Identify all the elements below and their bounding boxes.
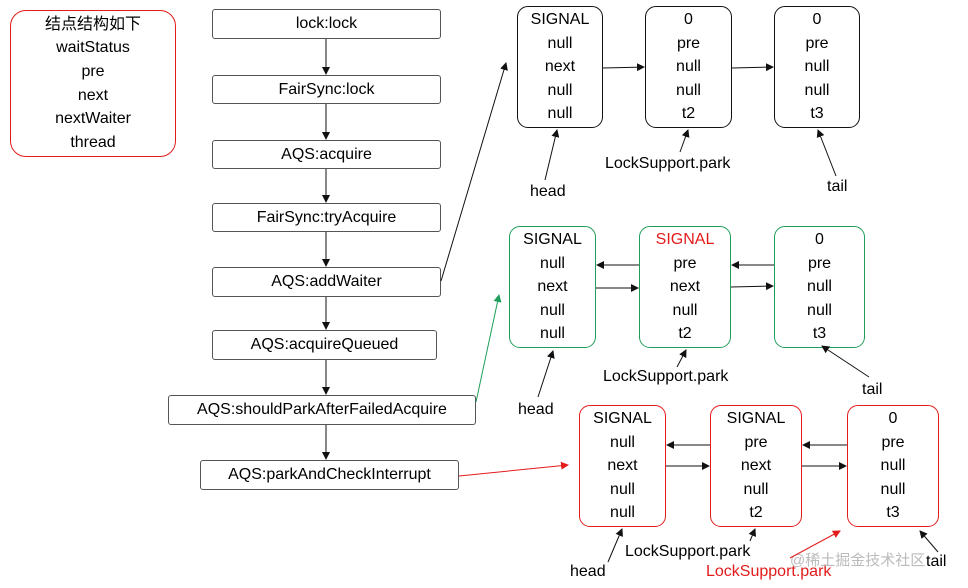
thread: t3 bbox=[812, 325, 827, 343]
wait-status: SIGNAL bbox=[726, 410, 786, 428]
pre: pre bbox=[881, 433, 905, 451]
pre: pre bbox=[744, 433, 768, 451]
stage2-head-pointer bbox=[537, 350, 555, 398]
stage3-head-node: SIGNAL null next null null bbox=[579, 405, 666, 527]
stage2-t2-node: SIGNAL pre next null t2 bbox=[639, 226, 731, 348]
next-waiter: null bbox=[676, 81, 701, 99]
flow-step-aqs-addwaiter: AQS:addWaiter bbox=[212, 267, 441, 297]
next-waiter: null bbox=[610, 480, 635, 498]
next: next bbox=[740, 457, 772, 475]
node-structure-legend: 结点结构如下 waitStatus pre next nextWaiter th… bbox=[10, 10, 176, 157]
next: null bbox=[804, 58, 830, 76]
legend-field-nextwaiter: nextWaiter bbox=[55, 110, 131, 128]
stage1-head-node: SIGNAL null next null null bbox=[517, 6, 603, 128]
stage2-tail-pointer bbox=[821, 345, 870, 378]
legend-title: 结点结构如下 bbox=[44, 15, 141, 33]
flow-step-fairsync-tryacquire: FairSync:tryAcquire bbox=[212, 203, 441, 232]
stage1-park-label: LockSupport.park bbox=[605, 155, 731, 172]
stage3-head-pointer bbox=[607, 528, 623, 563]
shouldpark-to-stage2-arrow bbox=[475, 294, 502, 403]
wait-status: SIGNAL bbox=[523, 231, 582, 249]
stage3-red-park-pointer bbox=[789, 530, 841, 559]
stage3-t3-node: 0 pre null null t3 bbox=[847, 405, 939, 527]
next: next bbox=[669, 278, 701, 296]
next-waiter: null bbox=[880, 480, 906, 498]
thread: null bbox=[610, 504, 635, 522]
stage1-link-2 bbox=[731, 63, 774, 72]
stage3-tail-label: tail bbox=[926, 553, 947, 570]
stage2-t3-node: 0 pre null null t3 bbox=[774, 226, 865, 348]
thread: t2 bbox=[678, 325, 692, 343]
stage1-t3-node: 0 pre null null t3 bbox=[774, 6, 860, 128]
stage1-tail-label: tail bbox=[827, 178, 848, 195]
wait-status: 0 bbox=[888, 410, 898, 428]
stage1-t2-node: 0 pre null null t2 bbox=[645, 6, 732, 128]
next-waiter: null bbox=[804, 81, 830, 99]
legend-field-next: next bbox=[77, 86, 109, 104]
thread: t2 bbox=[749, 504, 763, 522]
pre: null bbox=[547, 34, 573, 52]
stage1-link-1 bbox=[602, 63, 645, 72]
wait-status: SIGNAL bbox=[655, 231, 715, 249]
stage1-tail-pointer bbox=[816, 129, 837, 177]
thread: t3 bbox=[886, 504, 900, 522]
stage2-tail-label: tail bbox=[862, 381, 883, 398]
addwaiter-to-stage1-arrow bbox=[440, 62, 508, 282]
stage3-tail-pointer bbox=[919, 530, 939, 553]
flow-step-aqs-shouldpark: AQS:shouldParkAfterFailedAcquire bbox=[168, 395, 476, 425]
parkandcheck-to-stage3-arrow bbox=[458, 461, 569, 477]
next-waiter: null bbox=[672, 301, 698, 319]
stage2-head-node: SIGNAL null next null null bbox=[509, 226, 596, 348]
next: next bbox=[537, 278, 568, 296]
watermark: @稀土掘金技术社区 bbox=[790, 552, 926, 569]
next-waiter: null bbox=[547, 81, 573, 99]
thread: null bbox=[547, 105, 573, 123]
next-waiter: null bbox=[540, 301, 565, 319]
stage3-head-label: head bbox=[570, 563, 606, 580]
stage1-head-pointer bbox=[544, 129, 560, 181]
legend-field-pre: pre bbox=[81, 62, 105, 80]
thread: t3 bbox=[810, 105, 824, 123]
next-waiter: null bbox=[743, 480, 769, 498]
flow-step-aqs-acquire: AQS:acquire bbox=[212, 140, 441, 169]
thread: t2 bbox=[681, 105, 696, 123]
stage1-head-label: head bbox=[530, 183, 566, 200]
stage3-park-red-label: LockSupport.park bbox=[706, 563, 832, 580]
thread: null bbox=[540, 325, 565, 343]
stage3-t2-node: SIGNAL pre next null t2 bbox=[710, 405, 802, 527]
pre: pre bbox=[676, 34, 701, 52]
stage1-park-pointer bbox=[679, 129, 690, 153]
flow-step-fairsync-lock: FairSync:lock bbox=[212, 75, 441, 104]
wait-status: 0 bbox=[815, 231, 824, 249]
stage2-park-pointer bbox=[676, 349, 687, 368]
pre: pre bbox=[673, 254, 697, 272]
stage3-park-label: LockSupport.park bbox=[625, 543, 751, 560]
legend-field-thread: thread bbox=[70, 133, 116, 151]
pre: null bbox=[540, 254, 565, 272]
pre: null bbox=[610, 433, 635, 451]
flow-step-lock: lock:lock bbox=[212, 9, 441, 39]
wait-status: 0 bbox=[684, 11, 693, 29]
pre: pre bbox=[805, 34, 829, 52]
next: next bbox=[544, 58, 576, 76]
stage2-head-label: head bbox=[518, 401, 554, 418]
stage2-park-label: LockSupport.park bbox=[603, 368, 729, 385]
next: next bbox=[607, 457, 638, 475]
wait-status: 0 bbox=[812, 11, 822, 29]
stage3-park-pointer bbox=[748, 528, 756, 542]
pre: pre bbox=[807, 254, 832, 272]
next: null bbox=[880, 457, 906, 475]
legend-field-waitstatus: waitStatus bbox=[56, 39, 130, 57]
flow-step-aqs-acquirequeued: AQS:acquireQueued bbox=[212, 330, 437, 360]
wait-status: SIGNAL bbox=[593, 410, 652, 428]
wait-status: SIGNAL bbox=[530, 11, 590, 29]
next: null bbox=[676, 58, 701, 76]
flow-step-aqs-parkandcheck: AQS:parkAndCheckInterrupt bbox=[200, 460, 459, 490]
next-waiter: null bbox=[807, 301, 832, 319]
next: null bbox=[807, 278, 832, 296]
stage2-link-next-2 bbox=[730, 282, 774, 291]
